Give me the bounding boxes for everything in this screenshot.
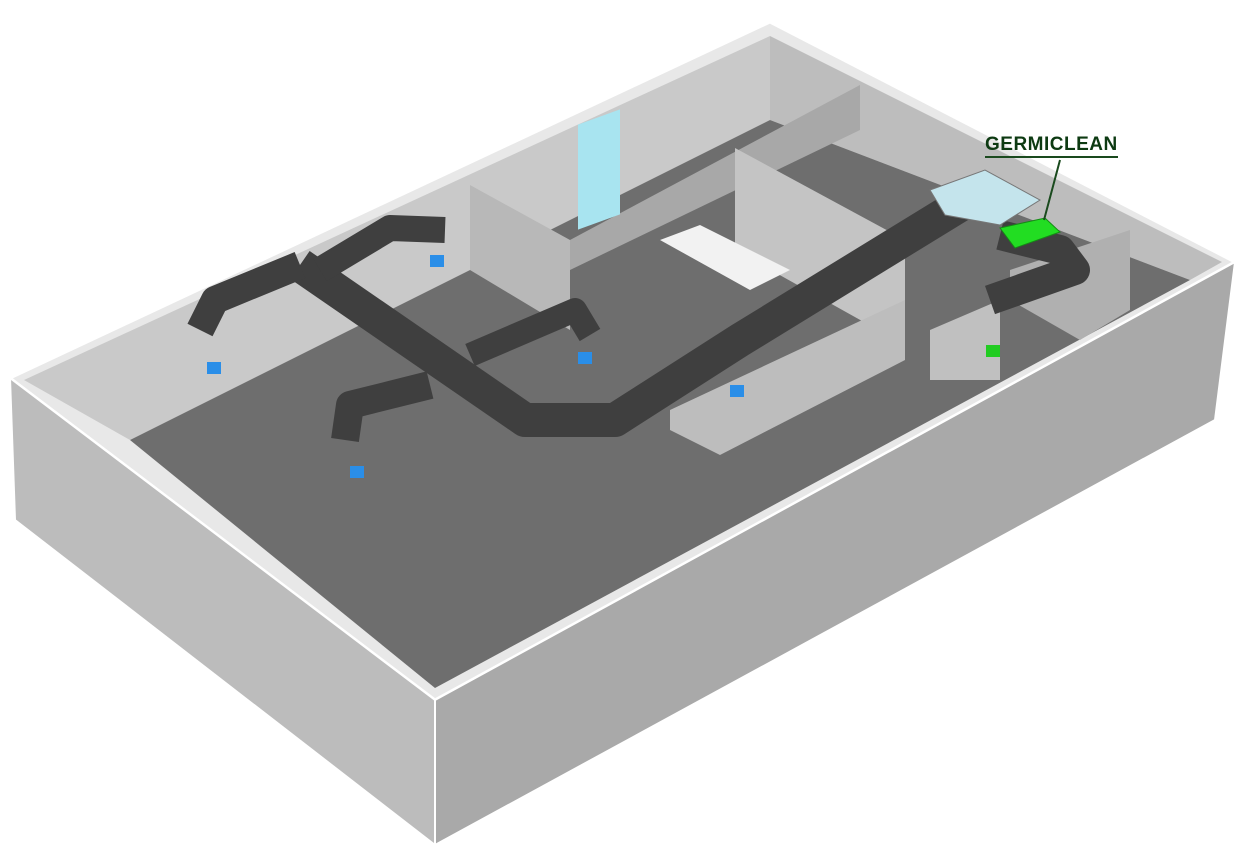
vents: [207, 255, 744, 478]
interior-wall-6: [930, 300, 1000, 380]
germiclean-label: GERMICLEAN: [985, 134, 1118, 158]
back-right-wall-inner: [770, 36, 1222, 280]
filter-unit: [929, 169, 1041, 226]
door: [578, 109, 620, 230]
germiclean-unit: [999, 217, 1061, 249]
interior-wall-4: [670, 300, 905, 455]
vent: [430, 255, 444, 267]
vent: [730, 385, 744, 397]
interior-wall-2: [570, 85, 860, 270]
table: [660, 225, 790, 290]
vent: [350, 466, 364, 478]
interior-wall-3: [735, 148, 905, 345]
leader-line: [1043, 159, 1061, 221]
front-right-outer-wall: [434, 260, 1237, 847]
vent: [578, 352, 592, 364]
return-vent: [986, 345, 1000, 357]
vent: [207, 362, 221, 374]
interior-wall-1: [470, 185, 570, 330]
